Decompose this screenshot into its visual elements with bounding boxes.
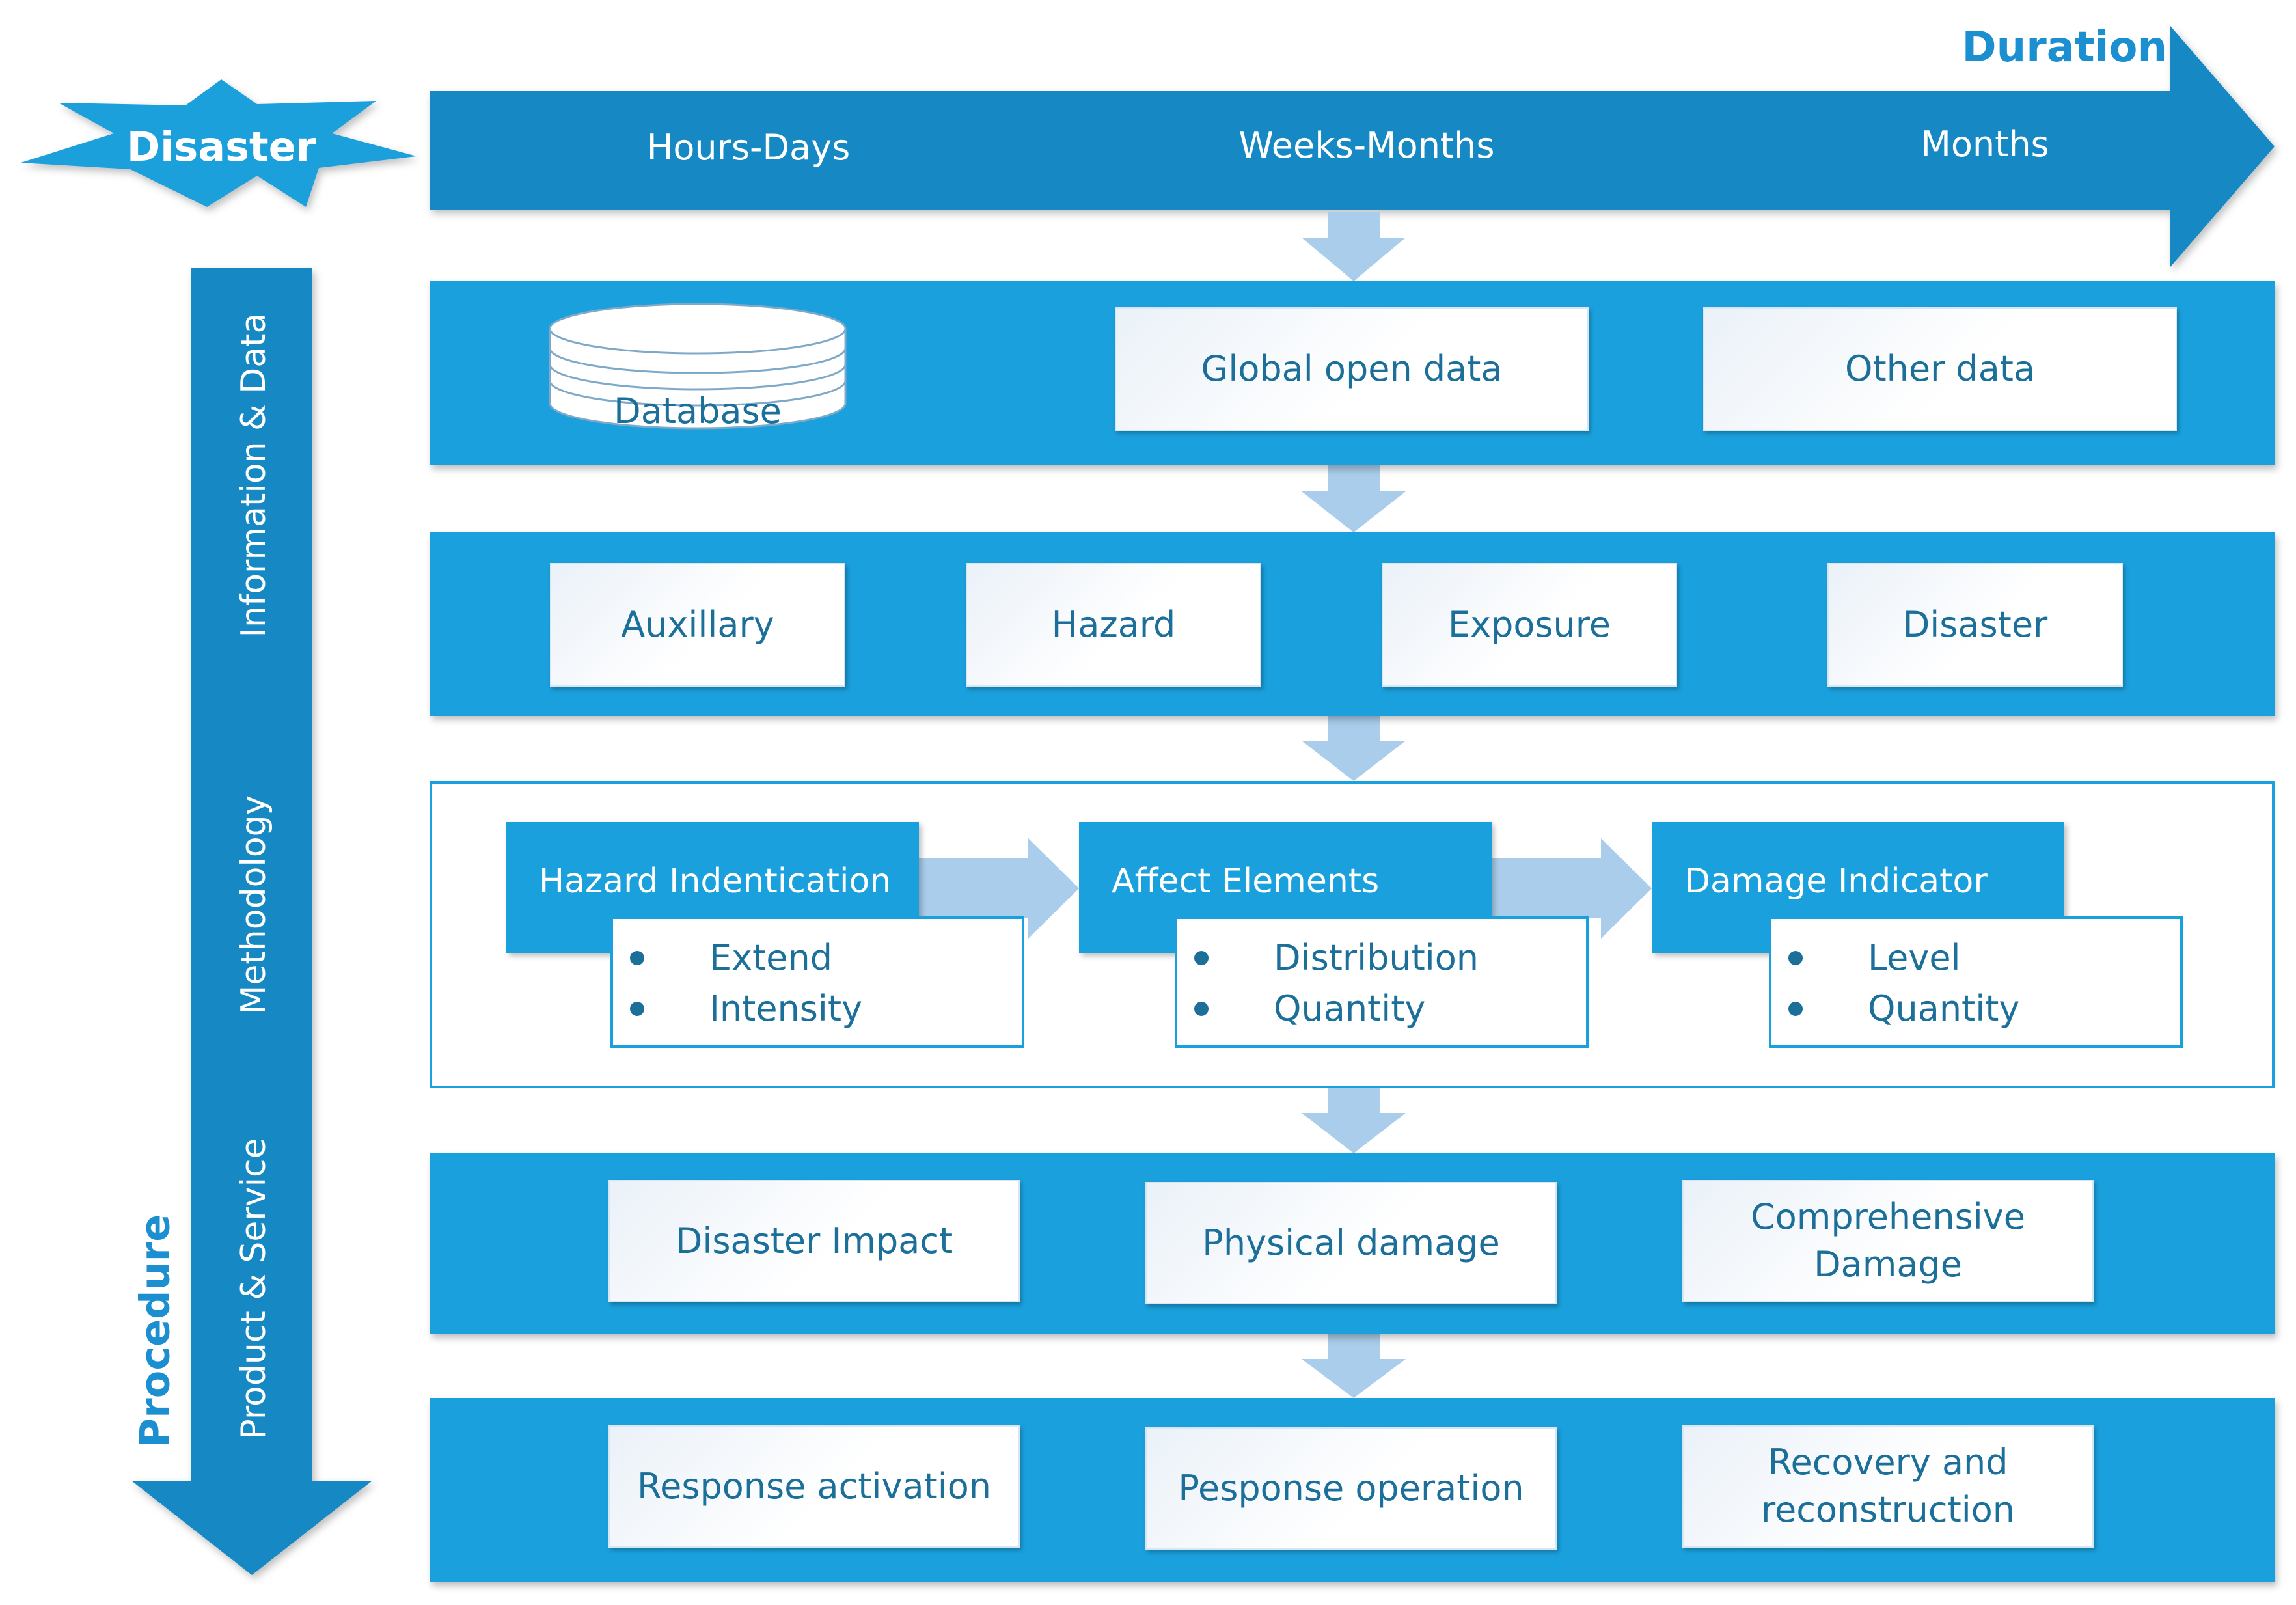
connector-down-icon (1302, 716, 1406, 781)
disaster-badge: Disaster (98, 117, 345, 176)
bullet-icon (1788, 950, 1803, 965)
data-type-disaster: Disaster (1827, 563, 2123, 687)
connector-down-icon (1302, 212, 1406, 281)
duration-title: Duration (1961, 23, 2168, 72)
connector-down-icon (1302, 1088, 1406, 1153)
disaster-badge-label: Disaster (126, 122, 316, 171)
service-response-operation: Pesponse operation (1145, 1427, 1557, 1550)
service-recovery-reconstruction-label: Recovery and reconstruction (1760, 1442, 2016, 1530)
product-physical-damage: Physical damage (1145, 1182, 1557, 1304)
phase-product-service: Product & Service (234, 1138, 273, 1440)
timeline-stage-hours-days: Hours-Days (646, 127, 851, 168)
method-bullet: Quantity (1274, 988, 1426, 1029)
phase-methodology: Methodology (234, 795, 273, 1015)
method-step-title: Damage Indicator (1684, 862, 1988, 901)
data-source-other-data: Other data (1703, 307, 2177, 431)
data-type-auxillary: Auxillary (550, 563, 845, 687)
data-type-exposure: Exposure (1382, 563, 1677, 687)
method-step-details: Extend Intensity (610, 916, 1024, 1048)
disaster-star-shape (21, 79, 417, 207)
method-bullet: Level (1868, 937, 1961, 978)
data-source-global-open-data: Global open data (1115, 307, 1589, 431)
method-bullet: Quantity (1868, 988, 2020, 1029)
bullet-icon (1194, 1001, 1209, 1016)
timeline-stage-weeks-months: Weeks-Months (1238, 125, 1495, 166)
service-recovery-reconstruction: Recovery and reconstruction (1682, 1425, 2094, 1548)
phase-information-data: Information & Data (234, 312, 273, 638)
method-bullet: Extend (709, 937, 832, 978)
method-step-title: Affect Elements (1112, 862, 1380, 901)
data-type-hazard: Hazard (966, 563, 1261, 687)
connector-down-icon (1302, 465, 1406, 532)
bullet-icon (1788, 1001, 1803, 1016)
procedure-title: Procedure (131, 1214, 179, 1448)
database-label: Database (614, 391, 782, 432)
connector-down-icon (1302, 1334, 1406, 1398)
bullet-icon (1194, 950, 1209, 965)
duration-arrow (430, 26, 2275, 267)
product-comprehensive-damage: Comprehensive Damage (1682, 1180, 2094, 1302)
method-step-details: Level Quantity (1769, 916, 2183, 1048)
bullet-icon (630, 1001, 644, 1016)
service-response-activation: Response activation (608, 1425, 1020, 1548)
product-comprehensive-damage-label: Comprehensive Damage (1751, 1196, 2025, 1285)
method-bullet: Distribution (1274, 937, 1479, 978)
method-bullet: Intensity (709, 988, 863, 1029)
product-disaster-impact: Disaster Impact (608, 1180, 1020, 1302)
row-connectors (1302, 212, 1406, 1398)
timeline-stage-months: Months (1920, 124, 2049, 165)
method-step-details: Distribution Quantity (1175, 916, 1589, 1048)
procedure-arrow (131, 268, 372, 1575)
method-step-title: Hazard Indentication (539, 862, 892, 901)
bullet-icon (630, 950, 644, 965)
